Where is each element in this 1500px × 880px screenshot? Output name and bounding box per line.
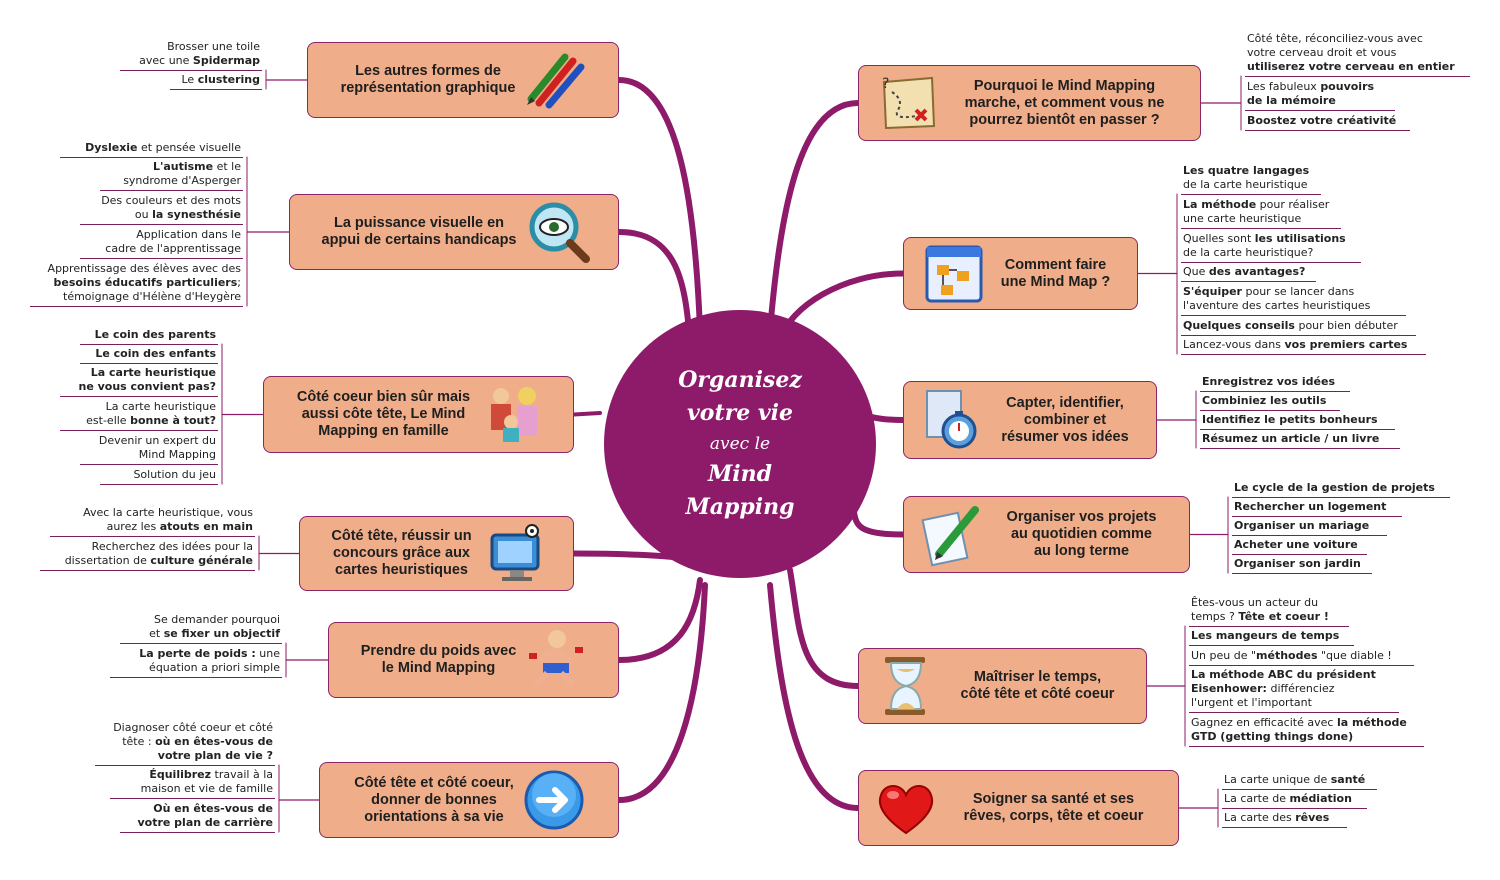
- left-topic-5-label: Prendre du poids avec le Mind Mapping: [360, 643, 517, 676]
- right-topic-2-subtopic-7[interactable]: Lancez-vous dans vos premiers cartes: [1181, 338, 1426, 355]
- left-topic-3-label: Côté coeur bien sûr mais aussi côte tête…: [296, 389, 471, 439]
- branch-line: [616, 582, 708, 803]
- right-topic-3-subtopic-1[interactable]: Enregistrez vos idées: [1200, 375, 1350, 392]
- right-topic-6-subtopic-3[interactable]: La carte des rêves: [1222, 811, 1347, 828]
- left-topic-5-subtopic-2[interactable]: La perte de poids : une équation a prior…: [110, 647, 282, 678]
- right-topic-2-subtopic-6[interactable]: Quelques conseils pour bien débuter: [1181, 319, 1416, 336]
- pen-paper-icon: [919, 502, 985, 568]
- document-stopwatch-icon: [919, 387, 985, 453]
- left-topic-2-subtopic-4[interactable]: Application dans le cadre de l'apprentis…: [80, 228, 243, 259]
- right-topic-2-label: Comment faire une Mind Map ?: [1000, 256, 1111, 290]
- right-topic-4-subtopic-4[interactable]: Acheter une voiture: [1232, 538, 1367, 555]
- central-line-4: Mind: [707, 461, 773, 487]
- left-topic-6-subtopic-2[interactable]: Équilibrez travail à la maison et vie de…: [110, 768, 275, 799]
- branch-line: [767, 100, 861, 333]
- runner-icon: [521, 627, 587, 693]
- right-topic-2[interactable]: Comment faire une Mind Map ?: [903, 237, 1138, 310]
- left-topic-2-label: La puissance visuelle en appui de certai…: [321, 215, 517, 248]
- left-topic-1-subtopic-1[interactable]: Brosser une toile avec une Spidermap: [120, 40, 262, 71]
- window-diagram-icon: [921, 241, 987, 307]
- right-topic-4-subtopic-5[interactable]: Organiser son jardin: [1232, 557, 1372, 574]
- right-topic-2-subtopic-5[interactable]: S'équiper pour se lancer dans l'aventure…: [1181, 285, 1406, 316]
- right-topic-4[interactable]: Organiser vos projets au quotidien comme…: [903, 496, 1190, 573]
- left-topic-4-subtopic-1[interactable]: Avec la carte heuristique, vous aurez le…: [50, 506, 255, 537]
- right-topic-5-subtopic-1[interactable]: Êtes-vous un acteur du temps ? Tête et c…: [1189, 596, 1349, 627]
- left-topic-3[interactable]: Côté coeur bien sûr mais aussi côte tête…: [263, 376, 574, 453]
- colored-pencils-icon: [521, 47, 587, 113]
- central-topic[interactable]: Organisez votre vie avec le Mind Mapping: [604, 310, 876, 578]
- right-topic-3[interactable]: Capter, identifier, combiner et résumer …: [903, 381, 1157, 459]
- magnifier-eye-icon: [526, 199, 592, 265]
- central-line-3: avec le: [709, 434, 771, 454]
- left-topic-4-subtopic-2[interactable]: Recherchez des idées pour la dissertatio…: [40, 540, 255, 571]
- right-topic-6-label: Soigner sa santé et ses rêves, corps, tê…: [963, 791, 1144, 824]
- right-topic-1-subtopic-1[interactable]: Côté tête, réconciliez-vous avec votre c…: [1245, 32, 1470, 77]
- heart-icon: [873, 775, 939, 841]
- left-topic-4-label: Côté tête, réussir un concours grâce aux…: [331, 528, 472, 578]
- left-topic-3-subtopic-2[interactable]: Le coin des enfants: [80, 347, 218, 364]
- right-topic-1-subtopic-2[interactable]: Les fabuleux pouvoirs de la mémoire: [1245, 80, 1395, 111]
- branch-line: [616, 77, 703, 333]
- right-topic-1-subtopic-3[interactable]: Boostez votre créativité: [1245, 114, 1410, 131]
- left-topic-6-subtopic-3[interactable]: Où en êtes-vous de votre plan de carrièr…: [120, 802, 275, 833]
- left-topic-2-subtopic-5[interactable]: Apprentissage des élèves avec des besoin…: [30, 262, 243, 307]
- right-topic-2-subtopic-1[interactable]: Les quatre langages de la carte heuristi…: [1181, 164, 1321, 195]
- hourglass-icon: [873, 653, 939, 719]
- svg-text:?: ?: [882, 76, 889, 92]
- right-topic-4-subtopic-2[interactable]: Rechercher un logement: [1232, 500, 1402, 517]
- left-topic-5-subtopic-1[interactable]: Se demander pourquoi et se fixer un obje…: [120, 613, 282, 644]
- family-icon: [481, 382, 547, 448]
- right-topic-5-subtopic-3[interactable]: Un peu de "méthodes "que diable !: [1189, 649, 1414, 666]
- left-topic-3-subtopic-5[interactable]: Devenir un expert du Mind Mapping: [80, 434, 218, 465]
- right-topic-3-label: Capter, identifier, combiner et résumer …: [1001, 394, 1129, 445]
- central-line-1: Organisez: [678, 367, 802, 393]
- left-topic-1[interactable]: Les autres formes de représentation grap…: [307, 42, 619, 118]
- treasure-map-icon: ?: [876, 70, 942, 136]
- right-topic-5-subtopic-4[interactable]: La méthode ABC du président Eisenhower: …: [1189, 668, 1399, 713]
- central-line-5: Mapping: [685, 494, 795, 520]
- left-topic-3-subtopic-6[interactable]: Solution du jeu: [100, 468, 218, 485]
- left-topic-2-subtopic-3[interactable]: Des couleurs et des mots ou la synesthés…: [80, 194, 243, 225]
- right-topic-2-subtopic-3[interactable]: Quelles sont les utilisations de la cart…: [1181, 232, 1361, 263]
- branch-line: [616, 577, 703, 663]
- computer-monitor-icon: [486, 521, 552, 587]
- left-topic-3-subtopic-3[interactable]: La carte heuristique ne vous convient pa…: [60, 366, 218, 397]
- right-topic-2-subtopic-4[interactable]: Que des avantages?: [1181, 265, 1316, 282]
- left-topic-3-subtopic-1[interactable]: Le coin des parents: [80, 328, 218, 345]
- left-topic-6[interactable]: Côté tête et côté coeur, donner de bonne…: [319, 762, 619, 838]
- left-topic-1-subtopic-2[interactable]: Le clustering: [170, 73, 262, 90]
- branch-line: [572, 411, 602, 417]
- right-topic-2-subtopic-2[interactable]: La méthode pour réaliser une carte heuri…: [1181, 198, 1341, 229]
- left-topic-2-subtopic-1[interactable]: Dyslexie et pensée visuelle: [60, 141, 243, 158]
- right-topic-4-label: Organiser vos projets au quotidien comme…: [1006, 509, 1157, 559]
- right-topic-1-label: Pourquoi le Mind Mapping marche, et comm…: [964, 77, 1165, 128]
- right-topic-6[interactable]: Soigner sa santé et ses rêves, corps, tê…: [858, 770, 1179, 846]
- right-topic-5-label: Maîtriser le temps, côté tête et côté co…: [960, 669, 1115, 702]
- left-topic-6-label: Côté tête et côté coeur, donner de bonne…: [354, 774, 514, 825]
- right-topic-5-subtopic-2[interactable]: Les mangeurs de temps: [1189, 629, 1354, 646]
- right-topic-5-subtopic-5[interactable]: Gagnez en efficacité avec la méthode GTD…: [1189, 716, 1424, 747]
- right-topic-4-subtopic-1[interactable]: Le cycle de la gestion de projets: [1232, 481, 1450, 498]
- right-topic-6-subtopic-2[interactable]: La carte de médiation: [1222, 792, 1367, 809]
- right-topic-3-subtopic-4[interactable]: Résumez un article / un livre: [1200, 432, 1400, 449]
- left-topic-6-subtopic-1[interactable]: Diagnoser côté coeur et côté tête : où e…: [95, 721, 275, 766]
- right-topic-3-subtopic-3[interactable]: Identifiez le petits bonheurs: [1200, 413, 1395, 430]
- left-topic-2-subtopic-2[interactable]: L'autisme et le syndrome d'Asperger: [100, 160, 243, 191]
- central-line-2: votre vie: [686, 400, 793, 426]
- arrow-circle-icon: [521, 767, 587, 833]
- left-topic-5[interactable]: Prendre du poids avec le Mind Mapping: [328, 622, 619, 698]
- left-topic-4[interactable]: Côté tête, réussir un concours grâce aux…: [299, 516, 574, 591]
- right-topic-4-subtopic-3[interactable]: Organiser un mariage: [1232, 519, 1387, 536]
- branch-line: [787, 567, 861, 689]
- branch-line: [767, 582, 861, 811]
- right-topic-5[interactable]: Maîtriser le temps, côté tête et côté co…: [858, 648, 1147, 724]
- right-topic-1[interactable]: Pourquoi le Mind Mapping marche, et comm…: [858, 65, 1201, 141]
- right-topic-6-subtopic-1[interactable]: La carte unique de santé: [1222, 773, 1377, 790]
- left-topic-3-subtopic-4[interactable]: La carte heuristique est-elle bonne à to…: [60, 400, 218, 431]
- left-topic-2[interactable]: La puissance visuelle en appui de certai…: [289, 194, 619, 270]
- left-topic-1-label: Les autres formes de représentation grap…: [340, 63, 516, 96]
- right-topic-3-subtopic-2[interactable]: Combiniez les outils: [1200, 394, 1340, 411]
